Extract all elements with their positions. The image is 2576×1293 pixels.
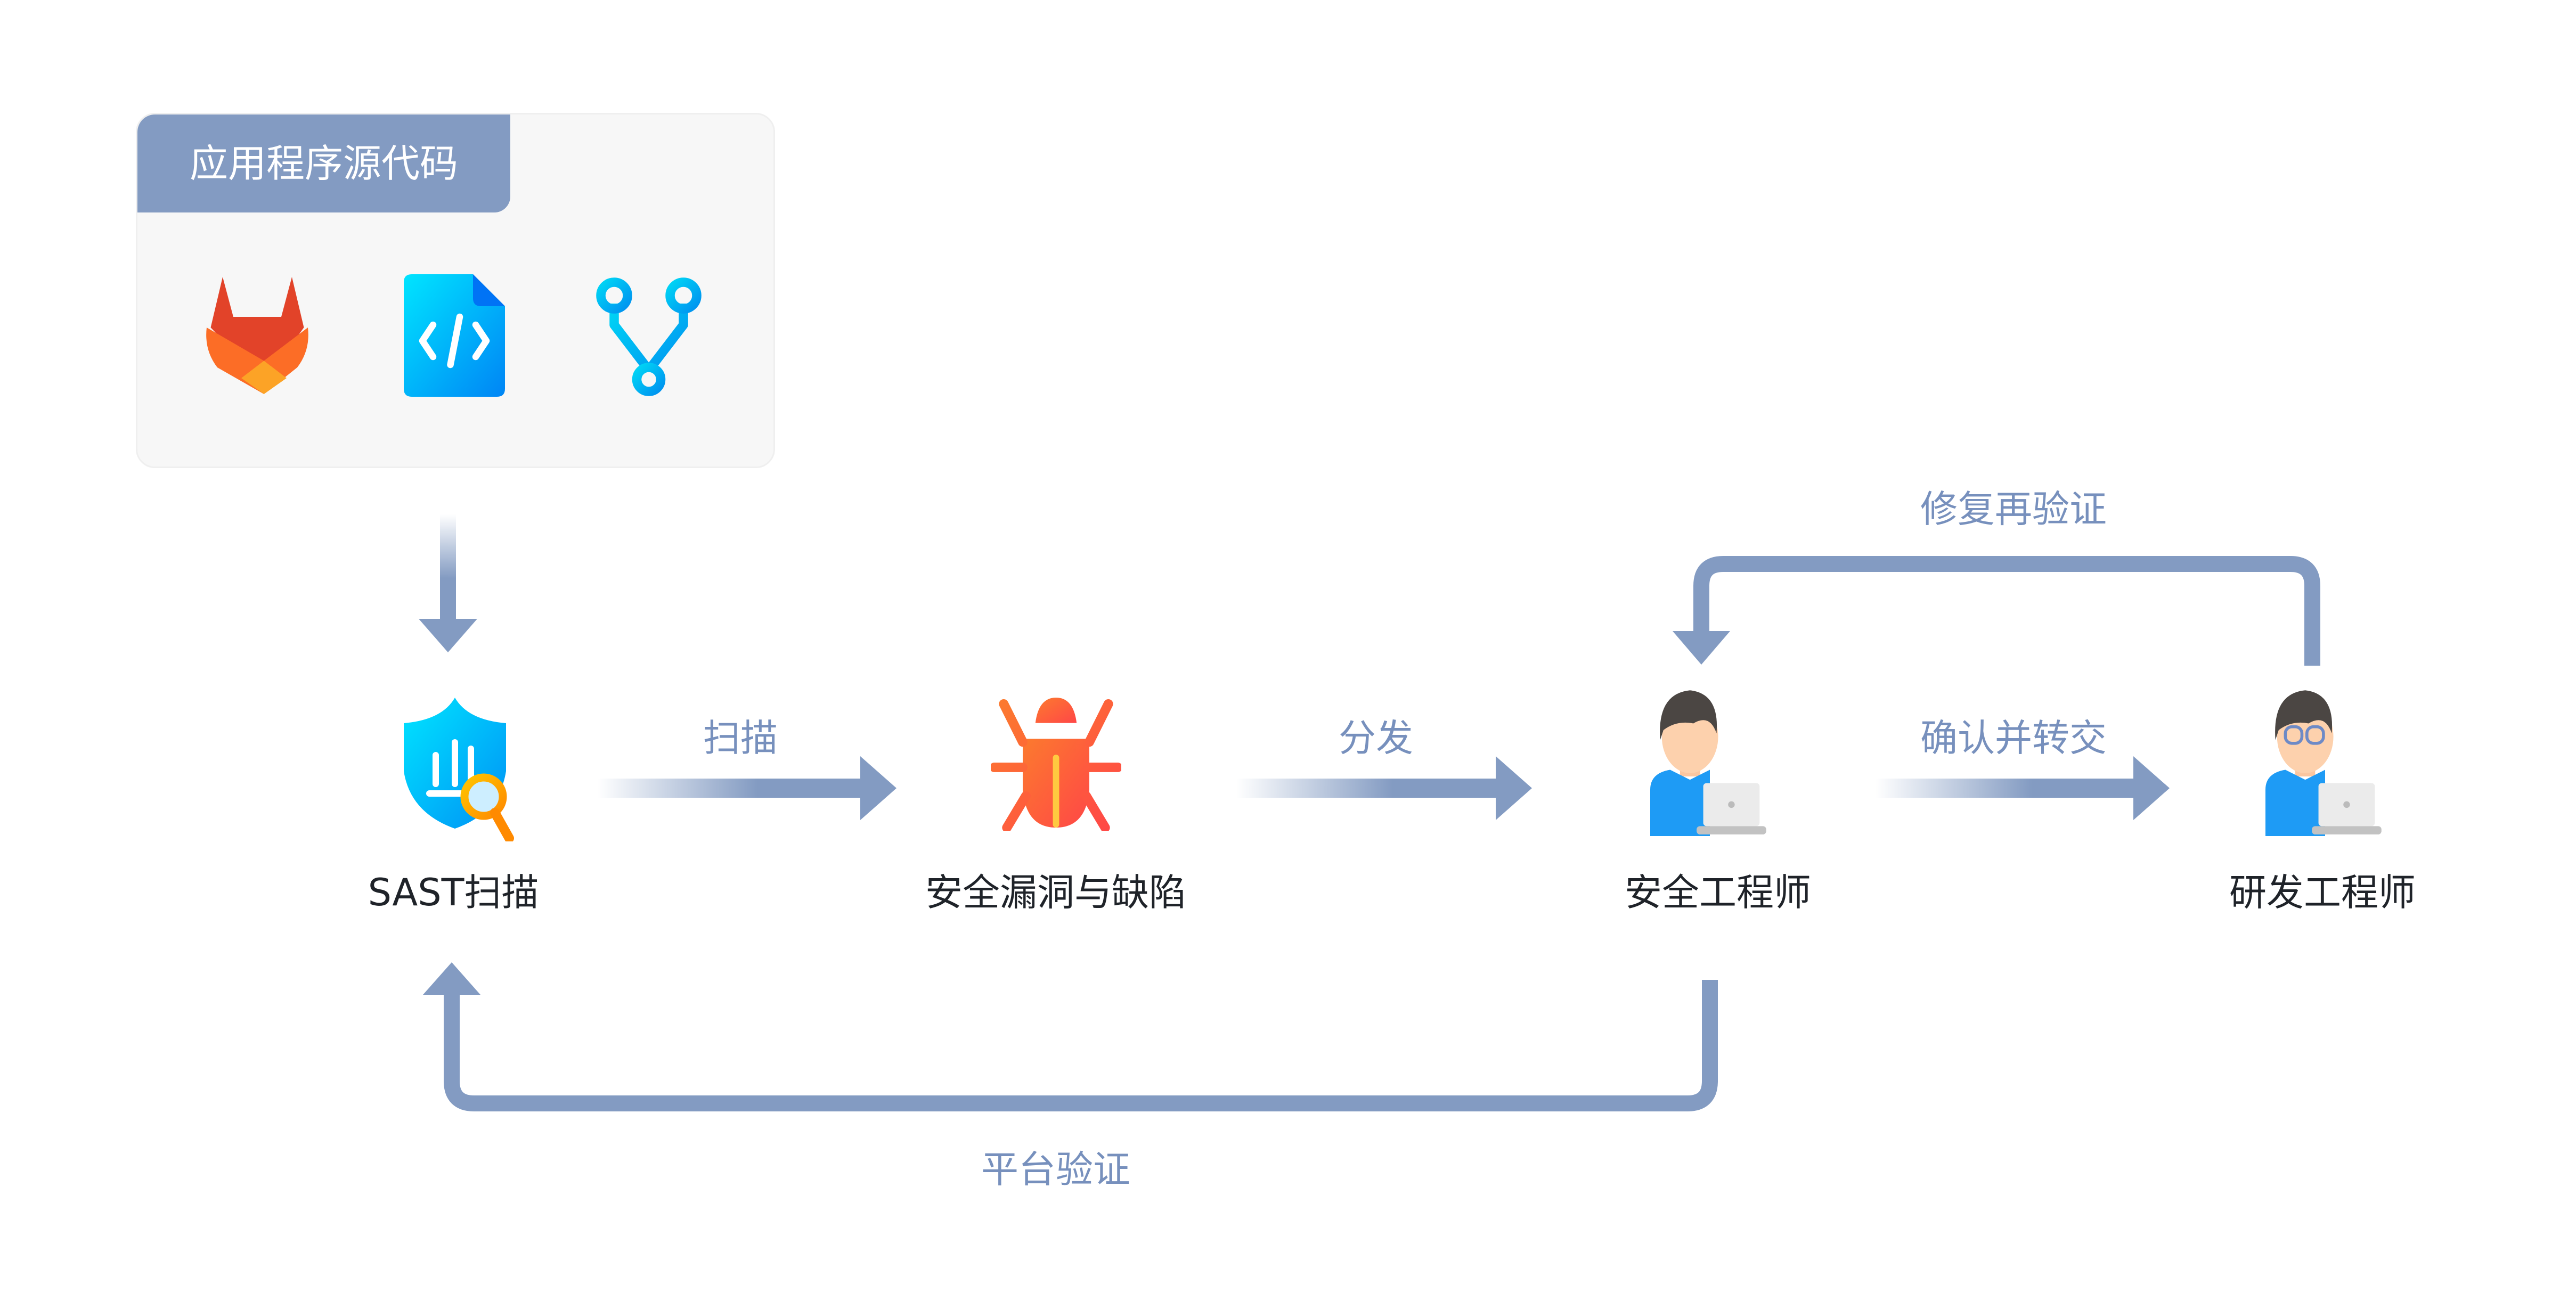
edge-label-confirm-transfer: 确认并转交 (1920, 716, 2107, 760)
edge-label-scan: 扫描 (703, 716, 778, 760)
git-branch-icon (596, 277, 702, 396)
node-label-security-engineer: 安全工程师 (1625, 871, 1811, 914)
gitlab-icon (206, 277, 308, 394)
edge-label-fix-reverify: 修复再验证 (1920, 487, 2107, 531)
node-label-vulnerabilities: 安全漏洞与缺陷 (925, 871, 1186, 914)
source-code-card-title: 应用程序源代码 (137, 114, 510, 212)
arrow-scan (598, 756, 896, 820)
arrow-dispatch (1236, 756, 1532, 820)
code-file-icon (404, 274, 505, 397)
source-code-card: 应用程序源代码 (136, 113, 775, 468)
node-label-dev-engineer: 研发工程师 (2229, 871, 2416, 914)
sast-shield-scan-icon (404, 698, 514, 841)
arrow-fix-reverify (1673, 556, 2320, 666)
security-engineer-avatar-icon (1650, 690, 1766, 836)
arrow-source-to-sast (419, 514, 477, 652)
node-label-sast: SAST扫描 (368, 871, 539, 914)
bug-icon (991, 698, 1121, 831)
edge-label-dispatch: 分发 (1339, 716, 1413, 760)
edge-label-platform-verify: 平台验证 (981, 1148, 1130, 1191)
arrow-confirm-transfer (1876, 756, 2170, 820)
arrow-platform-verify (423, 962, 1718, 1111)
dev-engineer-avatar-icon (2265, 690, 2382, 836)
